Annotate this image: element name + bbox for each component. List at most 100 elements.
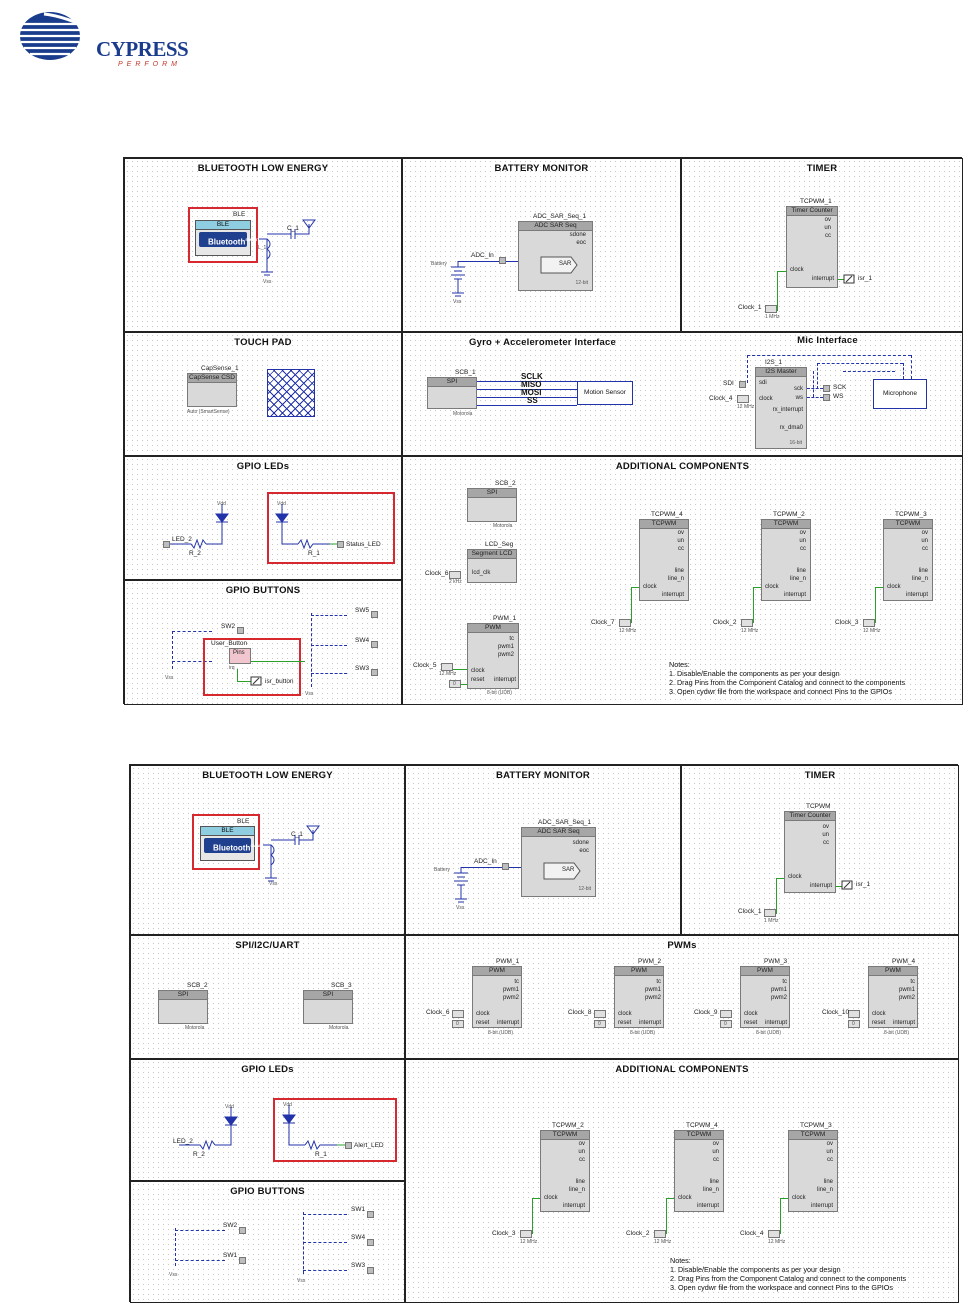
bottom-buttons-panel: GPIO BUTTONS SW2 SW1 Vss SW1 SW4 SW3 Vss — [130, 1181, 405, 1303]
pin-line-n: line_n — [667, 576, 684, 582]
comp-header: Segment LCD — [468, 550, 516, 559]
pin-cc: cc — [713, 1157, 719, 1163]
pin-eoc: eoc — [579, 848, 589, 854]
comp-header: SPI — [428, 378, 476, 387]
bluetooth-text: Bluetooth — [213, 843, 251, 853]
comp-header: I2S Master — [756, 368, 806, 377]
timer-component[interactable]: Timer Counter ov un cc clock interrupt — [786, 206, 838, 288]
note-2: 2. Drag Pins from the Component Catalog … — [669, 678, 906, 687]
pin-interrupt: interrupt — [809, 883, 832, 889]
adc-input-label: ADC_In — [474, 858, 497, 865]
pwm-pin: reset — [476, 1020, 490, 1026]
ble-component[interactable]: BLE BluetoothSMART — [200, 826, 265, 861]
pin-line: line — [709, 1179, 719, 1185]
microphone[interactable]: Microphone — [873, 379, 927, 409]
tcpwm-name: TCPWM_3 — [895, 511, 927, 518]
pin-ov: ov — [826, 1141, 833, 1147]
pwm-pin: interrupt — [892, 1020, 915, 1026]
tcpwm-clock: Clock_4 — [740, 1230, 764, 1237]
pin-line-n: line_n — [911, 576, 928, 582]
timer-component[interactable]: Timer Counter ov un cc clock interrupt — [784, 811, 836, 893]
spi-component[interactable]: SPI — [427, 377, 477, 409]
pwm-bits: 8-bit (UDB) — [630, 1030, 656, 1036]
i2s-name: I2S_1 — [765, 359, 782, 366]
clock-label: Clock_1 — [738, 908, 762, 915]
pwm1-name: PWM_1 — [493, 615, 517, 622]
r1-label: R_1 — [308, 550, 320, 557]
panel-title: PWMs — [667, 940, 697, 951]
pwm-pin: tc — [782, 979, 787, 985]
pin-un: un — [578, 1149, 585, 1155]
capsense-component[interactable]: CapSense CSD — [187, 373, 237, 407]
pwm-clock: Clock_8 — [568, 1009, 592, 1016]
comp-header: TCPWM — [640, 520, 688, 529]
pwm-pin: tc — [910, 979, 915, 985]
pwm-pin: pwm1 — [898, 987, 915, 993]
pin-ov: ov — [578, 1141, 585, 1147]
pin-ov: ov — [677, 530, 684, 536]
panel-title: BATTERY MONITOR — [494, 163, 589, 174]
motion-sensor[interactable]: Motion Sensor — [577, 381, 633, 405]
pin-sck: sck — [794, 386, 803, 392]
panel-title: TIMER — [804, 770, 836, 781]
adc-component[interactable]: ADC SAR Seq sdone eoc SAR 12-bit — [521, 827, 596, 897]
panel-title: BATTERY MONITOR — [496, 770, 590, 781]
i2s-component[interactable]: I2S Master sdi clock sck ws rx_interrupt… — [755, 367, 807, 449]
pin-clock: clock — [790, 267, 804, 273]
user-button-name: User_Button — [211, 640, 248, 647]
notes-title: Notes: — [670, 1256, 691, 1265]
top-schematic: BLUETOOTH LOW ENERGY BLE BLE BluetoothSM… — [123, 157, 963, 705]
comp-header: PWM — [473, 967, 521, 976]
tcpwm-name: TCPWM_2 — [773, 511, 805, 518]
pwm-pin: pwm2 — [770, 995, 787, 1001]
bottom-leds-panel: GPIO LEDs Vdd LED_2 R_2 Vdd Alert_LED R_… — [130, 1059, 405, 1181]
adc-component[interactable]: ADC SAR Seq sdone eoc SAR 12-bit — [518, 221, 593, 291]
pin-cc: cc — [922, 546, 928, 552]
vss-label: Vss — [263, 279, 272, 285]
bottom-spi-panel: SPI/I2C/UART SCB_2 SPI Motorola SCB_3 SP… — [130, 935, 405, 1059]
lcd-clock: Clock_6 — [425, 570, 449, 577]
scb2-component[interactable]: SPI — [158, 990, 208, 1024]
comp-header: ADC SAR Seq — [519, 222, 592, 231]
top-battery-panel: BATTERY MONITOR ADC_SAR_Seq_1 ADC SAR Se… — [402, 158, 681, 332]
sw1-label: SW1 — [351, 1206, 366, 1213]
isr-icon — [250, 676, 262, 686]
comp-header: Timer Counter — [785, 812, 835, 821]
ble-component[interactable]: BLE BluetoothSMART — [195, 220, 260, 256]
user-button-pin[interactable]: Pins — [229, 648, 251, 664]
panel-title: BLUETOOTH LOW ENERGY — [197, 163, 329, 174]
pwm-pin: reset — [744, 1020, 758, 1026]
pwm1-bits: 8-bit (UDB) — [487, 690, 513, 696]
ind-label: L_1 — [258, 245, 267, 251]
pin-line: line — [674, 568, 684, 574]
lcd-component[interactable]: Segment LCD lcd_clk — [467, 549, 517, 583]
pin-line: line — [918, 568, 928, 574]
isr-button-label: isr_button — [265, 678, 294, 685]
comp-header: TCPWM — [541, 1131, 589, 1140]
pwm-clock: Clock_9 — [694, 1009, 718, 1016]
adc-name: ADC_SAR_Seq_1 — [533, 213, 587, 220]
clock-label: Clock_4 — [709, 395, 733, 402]
pwm1-component[interactable]: PWM tc pwm1 pwm2 clock reset interrupt — [467, 623, 519, 689]
panel-title: ADDITIONAL COMPONENTS — [615, 1064, 749, 1075]
reset-zero: 0 — [453, 681, 456, 687]
comp-header: TCPWM — [884, 520, 932, 529]
vdd-label: Vdd — [225, 1104, 234, 1110]
pin-un: un — [921, 538, 928, 544]
ble-header: BLE — [196, 221, 250, 230]
comp-header: CapSense CSD — [188, 374, 236, 383]
scb3-component[interactable]: SPI — [303, 990, 353, 1024]
status-led-highlight — [267, 492, 395, 564]
scb2-component[interactable]: SPI — [467, 488, 517, 522]
clock-freq: 1 MHz — [765, 314, 780, 320]
